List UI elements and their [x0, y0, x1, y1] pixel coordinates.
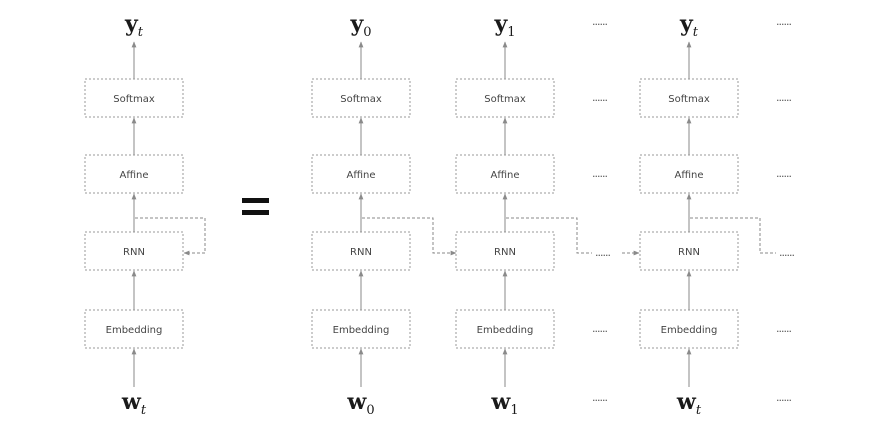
input-w-0: w0: [346, 389, 374, 418]
connector-ellipsis: ......: [595, 246, 610, 259]
affine-box: [311, 154, 411, 194]
softmax-box: [639, 78, 739, 118]
embedding-label: Embedding: [477, 325, 534, 336]
ellipsis-output: ......: [592, 15, 607, 28]
output-y-t: yt: [124, 11, 144, 40]
affine-box: [455, 154, 555, 194]
ellipsis-softmax: ......: [776, 91, 791, 104]
affine-label: Affine: [675, 170, 704, 181]
affine-label: Affine: [120, 170, 149, 181]
rnn-box: [311, 231, 411, 271]
recurrent-loop: [133, 217, 206, 256]
softmax-box: [311, 78, 411, 118]
equals-sign: [242, 198, 269, 215]
input-w-1: w1: [490, 389, 518, 418]
embedding-label: Embedding: [661, 325, 718, 336]
unrolled-step-1: y1 Softmax Affine RNN ...... Embedding w…: [455, 11, 640, 418]
folded-rnn: yt Softmax Affine RNN Embedding wt: [84, 11, 206, 418]
unrolled-step-0: y0 Softmax Affine RNN Embedding w0: [311, 11, 457, 418]
softmax-label: Softmax: [113, 94, 155, 105]
ellipsis-input: ......: [776, 391, 791, 404]
ellipsis-output: ......: [776, 15, 791, 28]
softmax-box: [84, 78, 184, 118]
rnn-box: [639, 231, 739, 271]
ellipsis-input: ......: [592, 391, 607, 404]
input-w-t-unrolled: wt: [676, 389, 702, 418]
rnn-label: RNN: [494, 247, 516, 258]
affine-label: Affine: [347, 170, 376, 181]
softmax-label: Softmax: [340, 94, 382, 105]
embedding-box: [455, 309, 555, 349]
embedding-box: [311, 309, 411, 349]
embedding-box: [84, 309, 184, 349]
output-y-1: y1: [493, 11, 515, 40]
ellipsis-affine: ......: [592, 167, 607, 180]
softmax-box: [455, 78, 555, 118]
softmax-label: Softmax: [668, 94, 710, 105]
affine-box: [84, 154, 184, 194]
output-y-t-unrolled: yt: [679, 11, 699, 40]
ellipsis-embedding: ......: [776, 322, 791, 335]
affine-box: [639, 154, 739, 194]
rnn-label: RNN: [678, 247, 700, 258]
hidden-state-connector: [504, 217, 592, 254]
hidden-state-connector: [688, 217, 776, 254]
input-w-t: wt: [121, 389, 147, 418]
rnn-box: [455, 231, 555, 271]
ellipsis-softmax: ......: [592, 91, 607, 104]
unrolled-step-t: yt Softmax Affine RNN ...... Embedding w…: [639, 11, 795, 418]
softmax-label: Softmax: [484, 94, 526, 105]
rnn-label: RNN: [123, 247, 145, 258]
affine-label: Affine: [491, 170, 520, 181]
ellipsis-column-middle: ...... ...... ...... ...... ......: [592, 15, 608, 404]
hidden-state-connector: [360, 217, 457, 256]
rnn-box: [84, 231, 184, 271]
ellipsis-affine: ......: [776, 167, 791, 180]
ellipsis-column-right: ...... ...... ...... ...... ......: [776, 15, 792, 404]
ellipsis-embedding: ......: [592, 322, 607, 335]
output-y-0: y0: [349, 11, 371, 40]
connector-ellipsis-end: ......: [779, 246, 794, 259]
embedding-label: Embedding: [106, 325, 163, 336]
embedding-label: Embedding: [333, 325, 390, 336]
rnn-label: RNN: [350, 247, 372, 258]
embedding-box: [639, 309, 739, 349]
